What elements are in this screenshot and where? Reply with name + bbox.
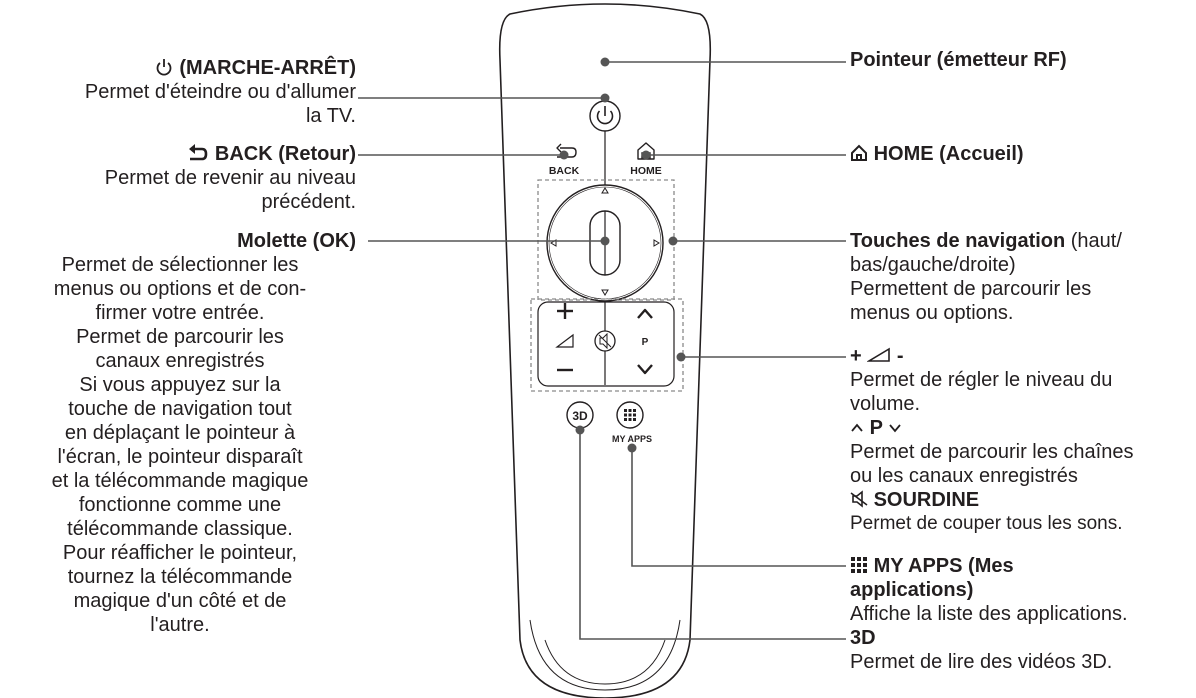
back-desc-line-2: précédent. — [261, 191, 356, 213]
wheel-desc-line-9: l'écran, le pointeur disparaît — [57, 446, 303, 468]
volume-title-line: + - — [850, 344, 1196, 368]
three-d-desc-line-1: Permet de lire des vidéos 3D. — [850, 651, 1113, 673]
apps-callout: MY APPS (Mes applications) Affiche la li… — [850, 554, 1196, 626]
three-d-callout: 3D Permet de lire des vidéos 3D. — [850, 626, 1196, 674]
home-title-text: HOME (Accueil) — [873, 143, 1024, 165]
back-title-text: BACK (Retour) — [214, 143, 356, 165]
remote-back-label: BACK — [549, 165, 580, 177]
program-desc-line-1: Permet de parcourir les chaînes — [850, 441, 1134, 463]
nav-down-arrow-icon[interactable] — [601, 289, 609, 296]
nav-right-arrow-icon[interactable] — [653, 239, 660, 247]
wheel-desc-line-3: firmer votre entrée. — [95, 302, 265, 324]
wheel-desc-line-6: Si vous appuyez sur la — [79, 374, 281, 396]
apps-title-text-1: MY APPS (Mes — [873, 555, 1014, 577]
program-callout: P Permet de parcourir les chaînes ou les… — [850, 416, 1196, 488]
program-down-button[interactable] — [637, 364, 653, 375]
wheel-desc-line-12: télécommande classique. — [67, 518, 293, 540]
nav-desc-line-1: bas/gauche/droite) — [850, 254, 1016, 276]
remote-body-inner-edge — [529, 619, 681, 691]
remote-body-inner-edge-2 — [544, 639, 666, 685]
home-callout-title: HOME (Accueil) — [850, 142, 1196, 166]
nav-up-arrow-icon[interactable] — [601, 187, 609, 194]
nav-desc-line-3: menus ou options. — [850, 302, 1014, 324]
volume-plus-text: + — [850, 345, 862, 367]
mute-title-line: SOURDINE — [850, 488, 1196, 512]
volume-program-panel — [537, 301, 675, 387]
wheel-desc-line-8: en déplaçant le pointeur à — [64, 422, 296, 444]
three-d-title: 3D — [850, 627, 876, 649]
back-arrow-icon — [189, 144, 208, 161]
power-icon — [596, 106, 614, 125]
wheel-desc-line-7: touche de navigation tout — [68, 398, 292, 420]
wheel-desc-line-5: canaux enregistrés — [95, 350, 265, 372]
power-title-text: (MARCHE-ARRÊT) — [179, 57, 356, 79]
program-p-text: P — [869, 417, 883, 439]
mute-title-text: SOURDINE — [873, 489, 980, 511]
nav-title-text: Touches de navigation — [850, 230, 1066, 252]
wheel-desc-line-2: menus ou options et de con- — [53, 278, 307, 300]
mute-desc-line-1: Permet de couper tous les sons. — [850, 513, 1123, 534]
pointer-title: Pointeur (émetteur RF) — [850, 49, 1067, 71]
back-desc-line-1: Permet de revenir au niveau — [104, 167, 356, 189]
program-desc-line-2: ou les canaux enregistrés — [850, 465, 1078, 487]
nav-callout-title-line: Touches de navigation (haut/ — [850, 229, 1196, 253]
wheel-desc-line-15: magique d'un côté et de — [73, 590, 287, 612]
mute-callout: SOURDINE Permet de couper tous les sons. — [850, 488, 1196, 536]
volume-triangle-icon — [555, 333, 574, 348]
pointer-callout: Pointeur (émetteur RF) — [850, 48, 1196, 72]
home-icon — [851, 144, 867, 161]
nav-title-rest: (haut/ — [1065, 230, 1122, 252]
wheel-desc-line-4: Permet de parcourir les — [76, 326, 284, 348]
callout-dots — [559, 57, 686, 453]
volume-minus-text: - — [896, 345, 904, 367]
volume-callout: + - Permet de régler le niveau du volume… — [850, 344, 1196, 416]
volume-triangle-icon — [866, 347, 891, 362]
back-callout: BACK (Retour) Permet de revenir au nivea… — [0, 142, 356, 214]
wheel-callout-title-block: Molette (OK) — [0, 229, 356, 253]
back-callout-title: BACK (Retour) — [0, 142, 356, 166]
power-desc-line-1: Permet d'éteindre ou d'allumer — [84, 81, 356, 103]
volume-desc-line-1: Permet de régler le niveau du — [850, 369, 1113, 391]
power-callout-title: (MARCHE-ARRÊT) — [0, 56, 356, 80]
mute-icon — [598, 332, 612, 350]
apps-title-line-2: applications) — [850, 579, 974, 601]
remote-home-label: HOME — [630, 165, 662, 177]
power-callout: (MARCHE-ARRÊT) Permet d'éteindre ou d'al… — [0, 56, 356, 128]
remote-p-label: P — [642, 337, 649, 348]
program-title-line: P — [850, 416, 1196, 440]
chevron-down-icon — [889, 424, 901, 433]
volume-plus-button[interactable] — [557, 303, 573, 319]
wheel-desc-line-13: Pour réafficher le pointeur, — [62, 542, 298, 564]
nav-desc-line-2: Permettent de parcourir les — [850, 278, 1092, 300]
grid-apps-icon — [851, 557, 867, 573]
home-callout: HOME (Accueil) — [850, 142, 1196, 166]
remote-3d-label: 3D — [572, 409, 588, 423]
wheel-desc-line-16: l'autre. — [150, 614, 210, 636]
back-arrow-icon — [556, 143, 577, 158]
grid-apps-icon — [624, 409, 636, 421]
wheel-desc-line-1: Permet de sélectionner les — [61, 254, 299, 276]
apps-title-line-1: MY APPS (Mes — [850, 554, 1196, 578]
power-desc-line-2: la TV. — [305, 105, 356, 127]
wheel-callout-title: Molette (OK) — [237, 230, 356, 252]
apps-desc-line-1: Affiche la liste des applications. — [850, 603, 1128, 625]
wheel-desc-line-14: tournez la télécommande — [67, 566, 293, 588]
volume-desc-line-2: volume. — [850, 393, 921, 415]
mute-icon — [850, 490, 868, 508]
chevron-up-icon — [851, 423, 863, 432]
nav-callout: Touches de navigation (haut/ bas/gauche/… — [850, 229, 1196, 325]
remote-apps-label: MY APPS — [612, 434, 652, 444]
volume-program-dashed-box — [530, 298, 684, 392]
power-icon — [156, 59, 172, 76]
program-up-button[interactable] — [637, 308, 653, 319]
callout-lines — [358, 61, 846, 640]
wheel-desc-line-10: et la télécommande magique — [51, 470, 309, 492]
wheel-desc-line-11: fonctionne comme une — [78, 494, 282, 516]
